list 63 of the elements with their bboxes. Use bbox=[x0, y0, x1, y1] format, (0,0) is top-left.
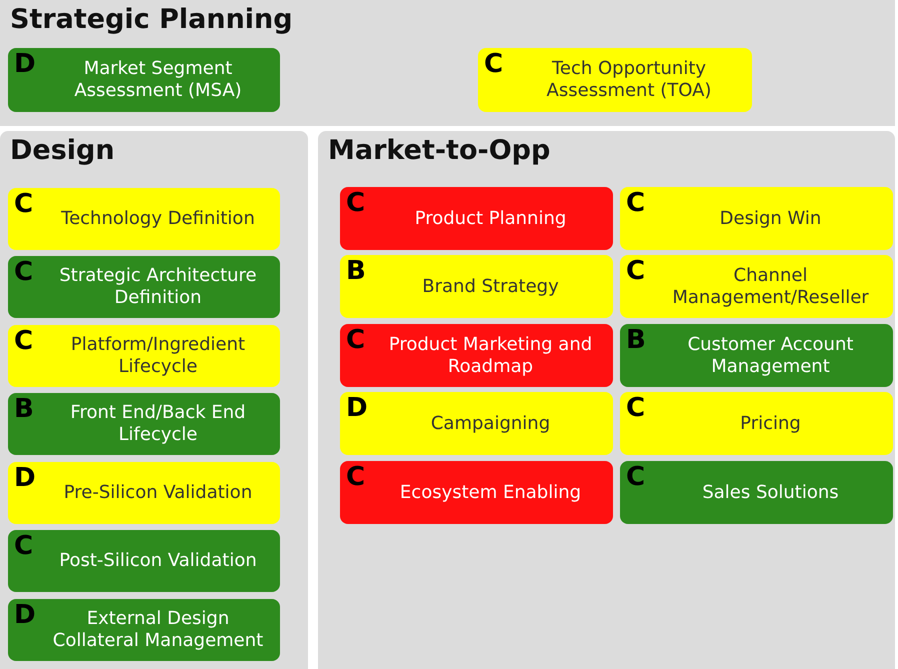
status-card bbox=[8, 530, 280, 592]
card-label: Post-Silicon Validation bbox=[58, 550, 258, 572]
card-label: External Design Collateral Management bbox=[52, 608, 264, 652]
card-label: Campaigning bbox=[430, 412, 552, 434]
grade-letter: C bbox=[14, 189, 34, 219]
status-card bbox=[8, 256, 280, 318]
status-card bbox=[340, 187, 613, 250]
section-heading: Market-to-Opp bbox=[328, 135, 550, 166]
grade-letter: C bbox=[484, 49, 504, 79]
grade-letter: C bbox=[626, 188, 646, 218]
status-card bbox=[8, 599, 280, 661]
card-label: Sales Solutions bbox=[701, 482, 840, 504]
grade-letter: B bbox=[14, 394, 34, 424]
card-label: Tech Opportunity Assessment (TOA) bbox=[546, 58, 712, 102]
status-card bbox=[8, 325, 280, 387]
grade-letter: C bbox=[346, 188, 366, 218]
grade-letter: D bbox=[346, 393, 368, 423]
status-card bbox=[620, 324, 893, 387]
card-label: Strategic Architecture Definition bbox=[58, 265, 258, 309]
card-label: Pre-Silicon Validation bbox=[62, 482, 254, 504]
card-label: Channel Management/Reseller bbox=[671, 264, 870, 308]
card-label: Ecosystem Enabling bbox=[398, 482, 582, 504]
card-label: Product Planning bbox=[414, 208, 568, 230]
grade-letter: D bbox=[14, 600, 36, 630]
status-card bbox=[340, 255, 613, 318]
status-card bbox=[620, 255, 893, 318]
grade-letter: C bbox=[626, 462, 646, 492]
grade-letter: D bbox=[14, 49, 36, 79]
card-label: Customer Account Management bbox=[686, 334, 854, 378]
card-label: Front End/Back End Lifecycle bbox=[69, 402, 247, 446]
card-label: Platform/Ingredient Lifecycle bbox=[70, 334, 246, 378]
grade-letter: B bbox=[626, 325, 646, 355]
grade-letter: C bbox=[346, 325, 366, 355]
grade-letter: C bbox=[626, 393, 646, 423]
card-label: Pricing bbox=[739, 412, 802, 434]
card-label: Brand Strategy bbox=[421, 276, 560, 298]
card-label: Technology Definition bbox=[60, 208, 256, 230]
section-panel bbox=[0, 131, 308, 669]
status-card bbox=[340, 461, 613, 524]
status-card bbox=[8, 188, 280, 250]
section-heading: Design bbox=[10, 135, 115, 166]
status-card bbox=[620, 461, 893, 524]
grade-letter: C bbox=[346, 462, 366, 492]
status-card bbox=[340, 392, 613, 455]
status-card bbox=[620, 187, 893, 250]
status-card bbox=[8, 462, 280, 524]
status-card bbox=[8, 393, 280, 455]
card-label: Product Marketing and Roadmap bbox=[388, 334, 594, 378]
section-heading: Strategic Planning bbox=[10, 4, 293, 35]
grade-letter: B bbox=[346, 256, 366, 286]
grade-letter: C bbox=[14, 531, 34, 561]
status-card bbox=[620, 392, 893, 455]
grade-letter: C bbox=[626, 256, 646, 286]
grade-letter: D bbox=[14, 463, 36, 493]
card-label: Market Segment Assessment (MSA) bbox=[73, 58, 243, 102]
section-panel bbox=[318, 131, 895, 669]
status-card bbox=[340, 324, 613, 387]
status-card bbox=[478, 48, 752, 112]
card-label: Design Win bbox=[718, 208, 822, 230]
grade-letter: C bbox=[14, 326, 34, 356]
status-card bbox=[8, 48, 280, 112]
grade-letter: C bbox=[14, 257, 34, 287]
section-panel bbox=[0, 0, 895, 126]
